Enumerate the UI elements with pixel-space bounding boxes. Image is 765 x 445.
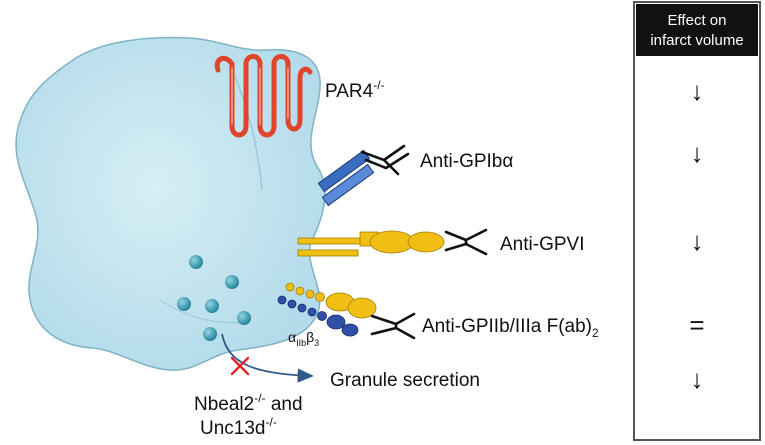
integrin-receptor-icon — [277, 282, 377, 337]
gpib-receptor-icon — [317, 149, 375, 207]
anti-gpiib-fab-icon — [370, 312, 416, 340]
platelet-membrane-fold — [231, 69, 263, 191]
effect-panel: Effect on infarct volume ↓ ↓ ↓ = ↓ — [633, 1, 761, 441]
par4-receptor-icon — [214, 54, 313, 138]
block-cross-icon — [230, 356, 250, 376]
effect-panel-title-line2: infarct volume — [650, 32, 743, 49]
granule — [177, 297, 191, 311]
effect-granule: ↓ — [691, 364, 704, 394]
effect-anti-gpib: ↓ — [691, 138, 704, 168]
effect-panel-header — [636, 4, 758, 56]
anti-gpib-label: Anti-GPIbα — [420, 151, 513, 172]
platelet-cell — [15, 36, 326, 371]
effect-par4: ↓ — [691, 76, 704, 106]
nbeal2-label: Nbeal2-/- and — [194, 391, 303, 415]
effect-panel-border — [633, 1, 761, 441]
granule — [205, 299, 219, 313]
granule — [225, 275, 239, 289]
effect-anti-gpiib: = — [689, 310, 704, 340]
granules — [177, 255, 251, 341]
secretion-arrow — [221, 333, 314, 383]
gpvi-receptor-icon — [297, 230, 445, 257]
anti-gpib-antibody-icon — [360, 144, 410, 176]
effect-panel-title-line1: Effect on — [668, 12, 727, 29]
granule — [189, 255, 203, 269]
effect-anti-gpvi: ↓ — [691, 226, 704, 256]
granule-secretion-label: Granule secretion — [330, 370, 480, 391]
unc13d-label: Unc13d-/- — [200, 415, 277, 439]
granule — [237, 311, 251, 325]
par4-receptor-highlight — [231, 67, 289, 125]
anti-gpvi-antibody-icon — [444, 228, 488, 256]
granule — [203, 327, 217, 341]
integrin-label: αIIbβ3 — [288, 329, 319, 348]
par4-label: PAR4-/- — [325, 78, 385, 102]
anti-gpvi-label: Anti-GPVI — [500, 234, 584, 255]
anti-gpiib-label: Anti-GPIIb/IIIa F(ab)2 — [422, 316, 599, 340]
